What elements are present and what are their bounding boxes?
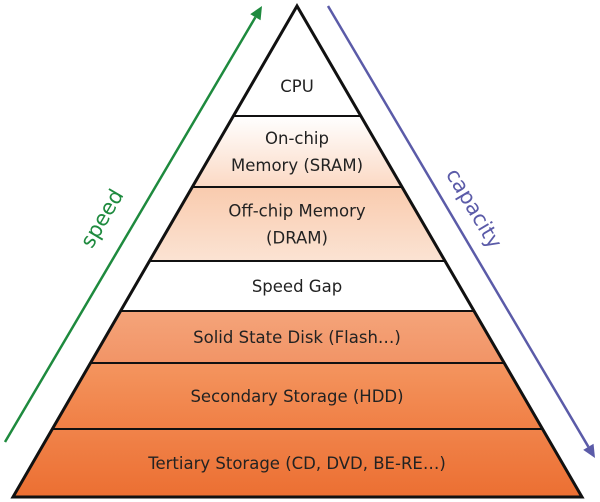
- layer-dram: Off-chip Memory (DRAM): [149, 187, 446, 261]
- layer-dram-label: (DRAM): [266, 229, 328, 248]
- layer-ssd: Solid State Disk (Flash…): [90, 311, 505, 363]
- layer-gap-label: Speed Gap: [252, 277, 342, 296]
- layer-sram-label: On-chip: [265, 129, 329, 148]
- capacity-arrowhead-icon: [583, 443, 595, 458]
- layer-sram-fill: [192, 116, 403, 187]
- capacity-arrow-shaft: [326, 5, 590, 448]
- capacity-label: capacity: [441, 164, 507, 253]
- layer-tertiary-fill: [13, 429, 582, 497]
- layer-cpu-label: CPU: [280, 77, 314, 96]
- speed-arrow-shaft: [3, 16, 257, 443]
- layer-hdd-fill: [52, 363, 543, 429]
- layer-tertiary: Tertiary Storage (CD, DVD, BE-RE…): [13, 429, 582, 497]
- pyramid-triangle-outline: [10, 3, 585, 499]
- speed-label: speed: [76, 185, 129, 252]
- layer-dram-label: Off-chip Memory: [228, 202, 365, 221]
- layer-cpu: CPU: [233, 6, 361, 116]
- layer-ssd-label: Solid State Disk (Flash…): [193, 328, 401, 347]
- pyramid-outline: [10, 3, 585, 499]
- layer-hdd: Secondary Storage (HDD): [52, 363, 543, 429]
- layer-hdd-label: Secondary Storage (HDD): [190, 387, 403, 406]
- layer-tertiary-label: Tertiary Storage (CD, DVD, BE-RE…): [147, 454, 446, 473]
- layer-gap: Speed Gap: [120, 261, 475, 311]
- layer-ssd-fill: [90, 311, 505, 363]
- layer-dram-fill: [149, 187, 446, 261]
- speed-arrowhead-icon: [250, 6, 262, 21]
- layer-gap-fill: [120, 261, 475, 311]
- layer-sram-label: Memory (SRAM): [231, 156, 363, 175]
- layer-cpu-fill: [233, 6, 361, 116]
